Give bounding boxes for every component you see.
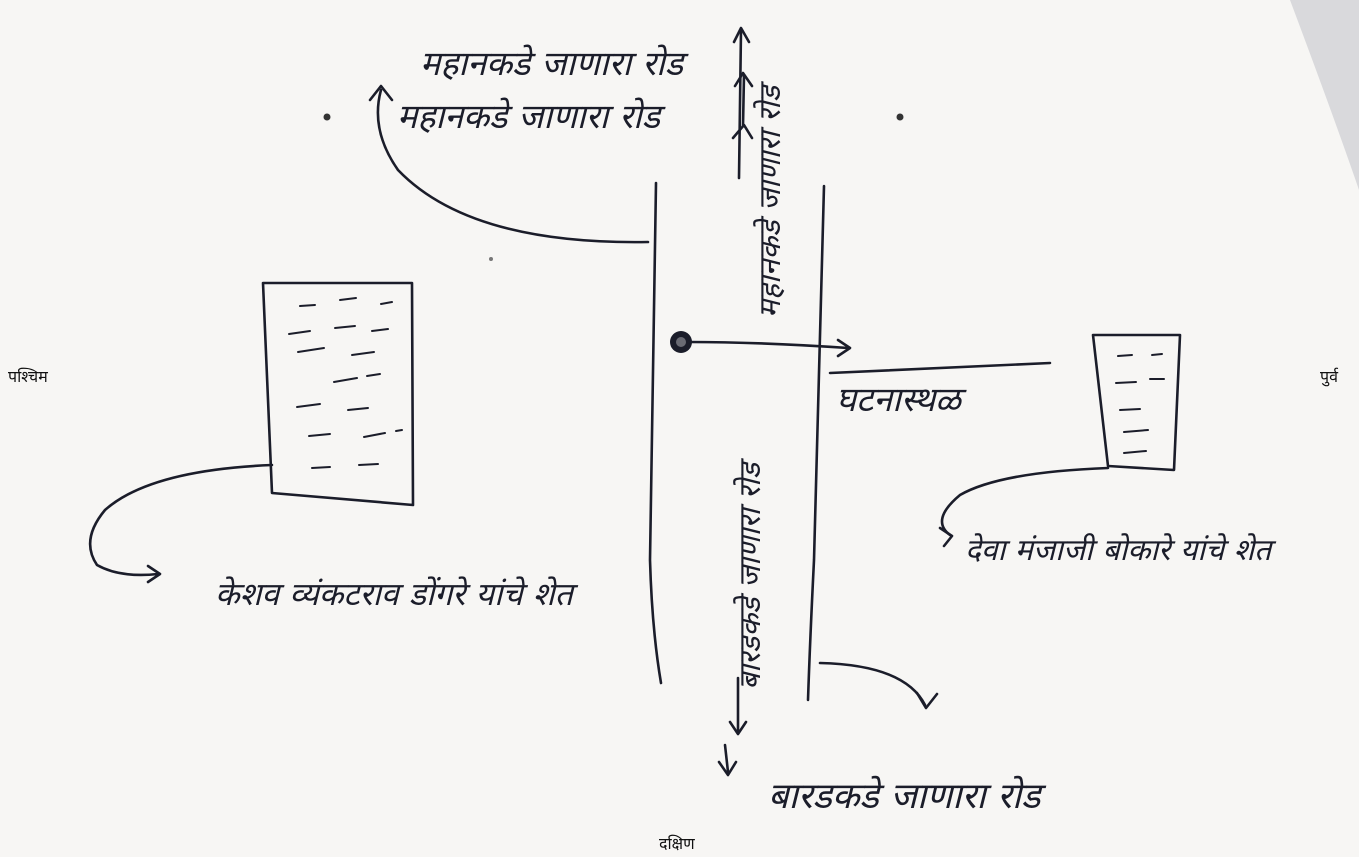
dot-mark xyxy=(323,113,331,121)
dot-mark xyxy=(896,113,904,121)
north-arrow-1 xyxy=(737,28,743,180)
leader-left-field xyxy=(88,463,274,577)
right-field-label: देवा मंजाजी बोकारे यांचे शेत xyxy=(965,533,1277,568)
direction-east: पुर्व xyxy=(1320,367,1339,387)
left-field-label: केशव व्यंकटराव डोंगरे यांचे शेत xyxy=(215,575,579,613)
south-road-inline-label: बारडकडे जाणारा रोड xyxy=(733,457,768,690)
left-field-outline xyxy=(261,281,415,507)
incident-arrow xyxy=(687,340,850,350)
north-road-label-top-line2: महानकडे जाणारा रोड xyxy=(397,97,666,137)
incident-marker xyxy=(670,331,692,353)
right-field-hatching xyxy=(1115,353,1165,454)
south-road-label-bottom: बारडकडे जाणारा रोड xyxy=(768,775,1047,817)
page-edge-shadow xyxy=(1290,0,1359,190)
road-right-edge xyxy=(806,184,826,702)
north-road-inline-label: महानकडे जाणारा रोड xyxy=(753,80,788,318)
left-field-hatching xyxy=(288,297,403,469)
right-field-outline xyxy=(1091,333,1182,472)
south-arrow-2 xyxy=(723,743,730,774)
leader-right-field xyxy=(940,466,1110,537)
leader-road-to-south-label xyxy=(818,661,927,707)
dot-mark xyxy=(489,257,493,261)
north-road-label-top-line1: महानकडे जाणारा रोड xyxy=(420,44,689,84)
incident-spot-label: घटनास्थळ xyxy=(836,380,967,420)
leader-road-to-north-label xyxy=(376,88,650,244)
direction-west: पश्चिम xyxy=(8,367,48,386)
incident-underline xyxy=(828,361,1052,375)
road-left-edge xyxy=(648,181,663,685)
direction-south: दक्षिण xyxy=(659,834,695,853)
